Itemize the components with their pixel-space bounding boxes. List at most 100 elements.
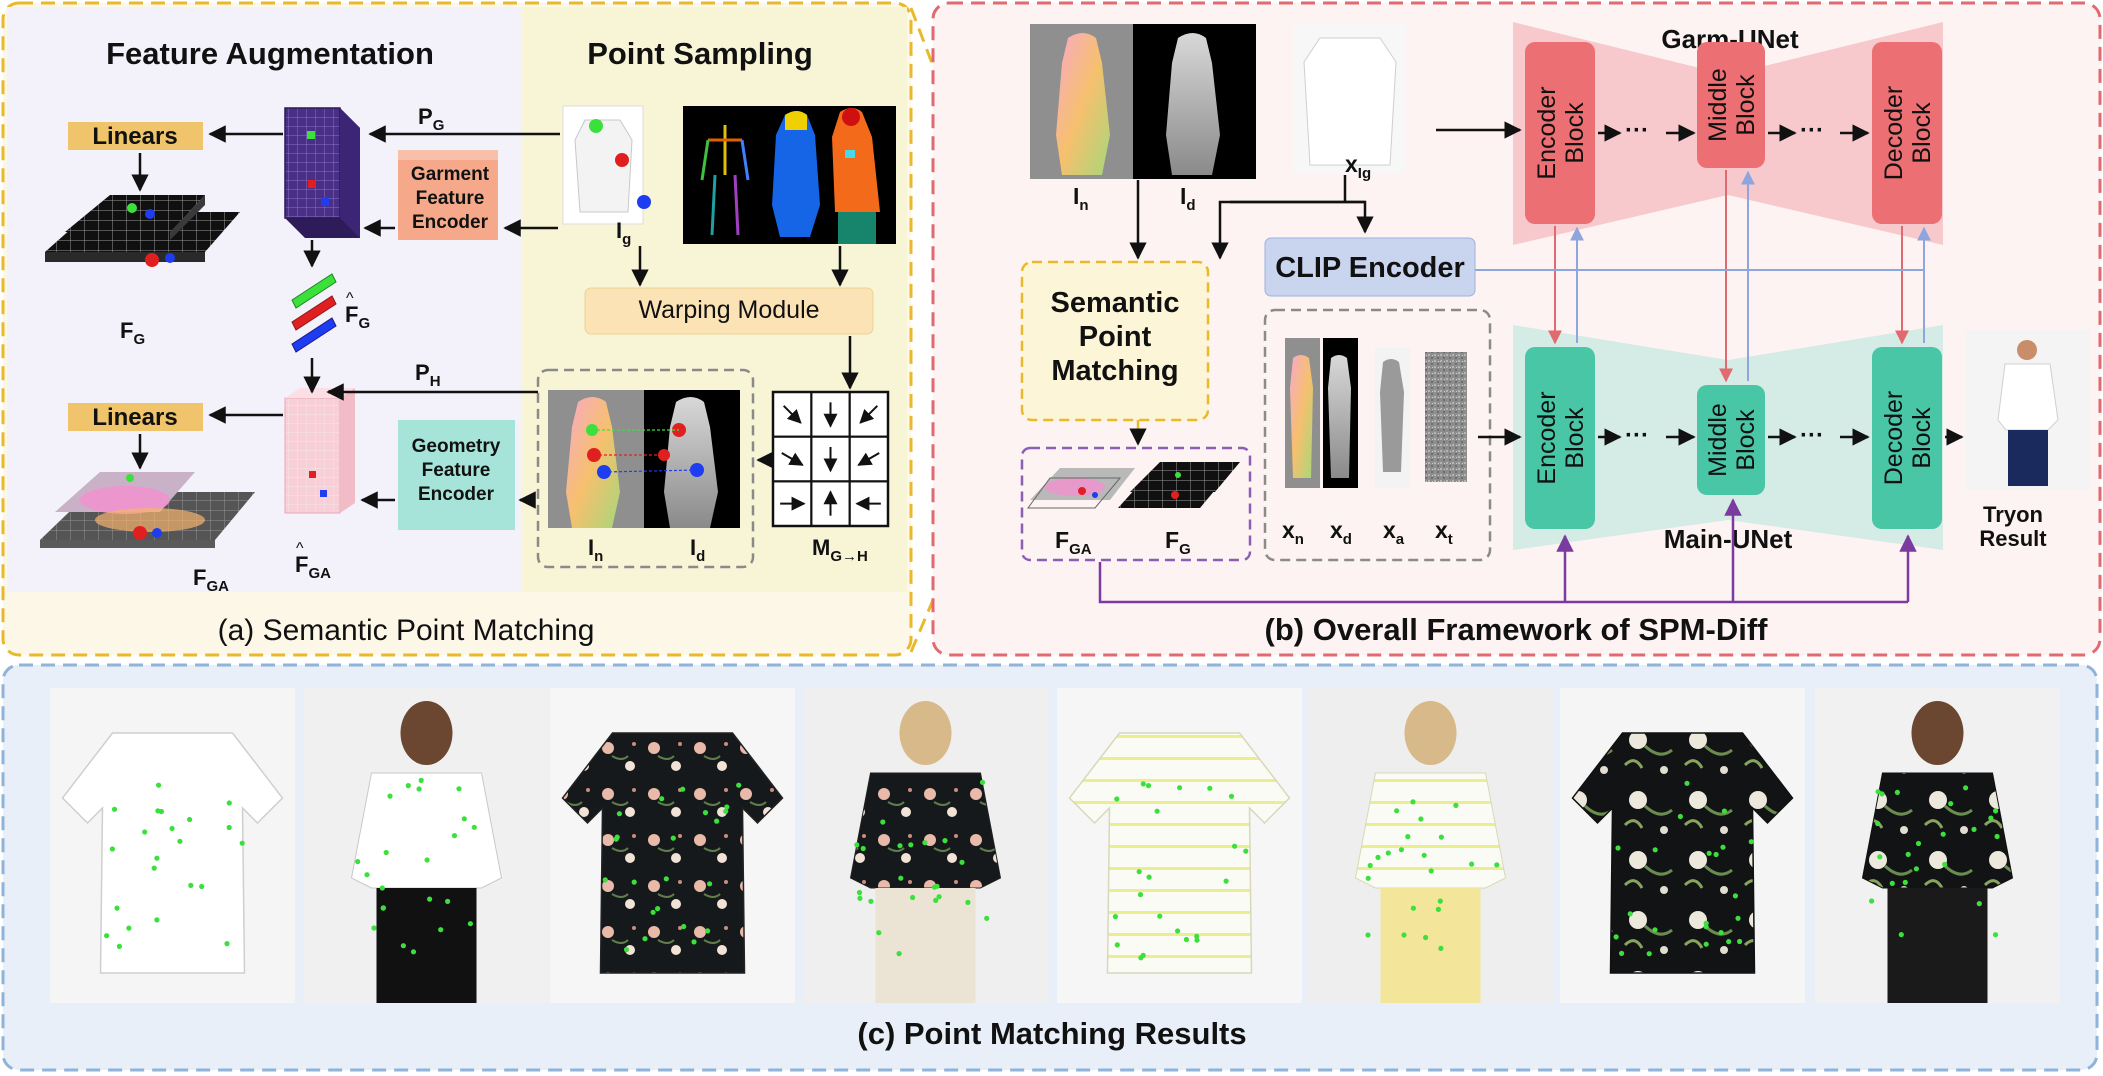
panel-a: Feature Augmentation Point Sampling Line…	[1, 1, 913, 657]
linears-top-label: Linears	[92, 123, 177, 150]
parse-blue-head	[785, 111, 807, 130]
fg-point-red	[145, 253, 159, 267]
fga-point-green	[126, 474, 134, 482]
matched-point	[187, 816, 193, 823]
matched-point	[936, 894, 942, 900]
geometry-feature-cube	[284, 397, 341, 514]
xa-label: xa	[1383, 517, 1405, 548]
garm-dots-1: ···	[1625, 117, 1649, 144]
matched-point	[188, 882, 194, 889]
matched-point	[405, 783, 411, 789]
matched-point	[681, 923, 687, 930]
clip-encoder-label: CLIP Encoder	[1275, 252, 1465, 284]
linears-bottom-box	[68, 403, 203, 431]
matched-point	[1207, 785, 1213, 791]
xd-label: xd	[1330, 517, 1352, 548]
pg-label: PG	[418, 104, 444, 134]
matched-point	[1613, 934, 1619, 940]
matched-point	[1879, 791, 1885, 797]
matched-point	[1365, 932, 1371, 938]
small-fg-label: FG	[1165, 527, 1191, 558]
matched-point	[169, 825, 175, 832]
matched-point	[1453, 802, 1459, 809]
matched-point	[1869, 898, 1875, 904]
matched-point	[1428, 868, 1434, 874]
main-decoder-line1: Decoder	[1880, 391, 1908, 486]
fg-point-green	[127, 203, 137, 213]
matched-point	[707, 881, 713, 887]
matched-point	[650, 909, 656, 915]
matched-point	[416, 786, 422, 792]
small-fg-red	[1171, 491, 1179, 499]
xig-label: xIg	[1345, 151, 1371, 182]
fg-point-blue	[145, 209, 155, 219]
matched-point	[109, 846, 115, 852]
matched-point	[1720, 844, 1726, 850]
small-fg-green	[1175, 472, 1181, 478]
matched-point	[1114, 796, 1120, 802]
matched-point	[659, 796, 665, 802]
main-middle-line1: Middle	[1704, 403, 1732, 477]
matched-point	[239, 840, 245, 846]
matched-point	[680, 786, 686, 792]
matched-point	[1394, 808, 1400, 814]
white-tshirt-garment	[50, 688, 295, 1003]
matched-point	[461, 816, 467, 822]
matched-point	[1889, 880, 1895, 887]
panel-a-arrows	[131, 125, 859, 509]
point-sampling-title: Point Sampling	[587, 36, 813, 71]
tryon-shirt	[1997, 363, 2059, 431]
model-shirt	[849, 772, 1002, 889]
matched-point	[364, 872, 370, 878]
geometry-encoder-line3: Encoder	[418, 484, 495, 505]
xd-body	[1328, 355, 1351, 478]
matched-point	[942, 838, 948, 844]
fg-grid-edge	[170, 195, 205, 240]
matched-point	[1684, 780, 1690, 786]
fg-grid-side	[45, 252, 205, 262]
matched-point	[400, 943, 406, 949]
main-dots-1: ···	[1625, 422, 1649, 449]
fga-hat-label: FGA	[295, 552, 331, 582]
garm-dots-2: ···	[1800, 117, 1824, 144]
fg-point-blue-2	[165, 253, 175, 263]
striped-top-garment	[1057, 688, 1302, 1003]
parse-orange-legs	[838, 212, 876, 244]
geometry-encoder-line2: Feature	[422, 460, 491, 481]
ig-point-green	[589, 119, 603, 133]
dark-floral-person	[1815, 688, 2060, 1003]
unet-cross-connections	[1475, 170, 1931, 383]
fga-label: FGA	[193, 565, 229, 595]
matched-point	[1894, 789, 1900, 796]
fga-point-blue	[152, 528, 162, 538]
model-shirt	[1861, 772, 2014, 889]
matched-point	[1988, 815, 1994, 821]
parse-orange-head	[842, 108, 860, 126]
matched-point	[226, 824, 232, 831]
fga-grid-side	[40, 540, 215, 548]
matched-point	[224, 941, 230, 947]
id-point-red-2	[658, 449, 670, 461]
tryon-jeans	[2008, 430, 2048, 486]
normal-map-body	[566, 397, 620, 528]
main-middle-line2: Block	[1732, 409, 1760, 471]
matched-point	[1703, 941, 1709, 947]
main-encoder-block	[1525, 347, 1595, 529]
main-dots-2: ···	[1800, 422, 1824, 449]
matched-point	[1112, 914, 1118, 920]
matched-point	[380, 905, 386, 911]
matched-point	[854, 842, 860, 848]
matched-point	[723, 808, 729, 814]
model-pants	[875, 888, 976, 1003]
matched-point	[898, 875, 904, 881]
matched-point	[1401, 932, 1407, 938]
matched-point	[1154, 808, 1160, 814]
matched-point	[655, 906, 661, 912]
floral-blouse-person	[803, 688, 1048, 1003]
tryon-head	[2017, 340, 2037, 360]
matched-point	[1992, 932, 1999, 938]
matched-point	[1232, 843, 1238, 849]
matched-point	[387, 793, 393, 799]
model-head	[1404, 701, 1457, 765]
matched-point	[371, 925, 377, 931]
